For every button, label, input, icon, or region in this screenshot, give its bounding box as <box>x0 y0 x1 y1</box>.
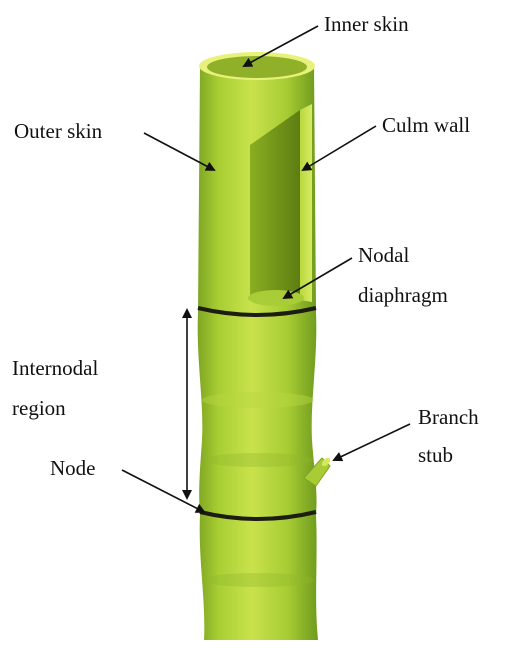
label-internodal-region-line2: region <box>12 396 66 420</box>
label-outer-skin: Outer skin <box>14 119 102 143</box>
lower-culm-body <box>198 312 318 640</box>
label-branch-stub-line2: stub <box>418 443 453 467</box>
culm-texture-band <box>202 573 314 587</box>
arrow-branch-stub <box>334 424 410 460</box>
culm-wall-cut <box>300 104 312 302</box>
culm-texture-band <box>203 453 313 467</box>
arrow-node <box>122 470 204 512</box>
label-nodal-diaphragm-line1: Nodal <box>358 243 409 267</box>
nodal-diaphragm <box>248 290 304 306</box>
label-inner-skin: Inner skin <box>324 12 409 36</box>
label-branch-stub-line1: Branch <box>418 405 479 429</box>
label-node: Node <box>50 456 96 480</box>
label-culm-wall: Culm wall <box>382 113 470 137</box>
label-internodal-region-line1: Internodal <box>12 356 98 380</box>
culm-texture-band <box>202 392 314 408</box>
label-nodal-diaphragm-line2: diaphragm <box>358 283 448 307</box>
